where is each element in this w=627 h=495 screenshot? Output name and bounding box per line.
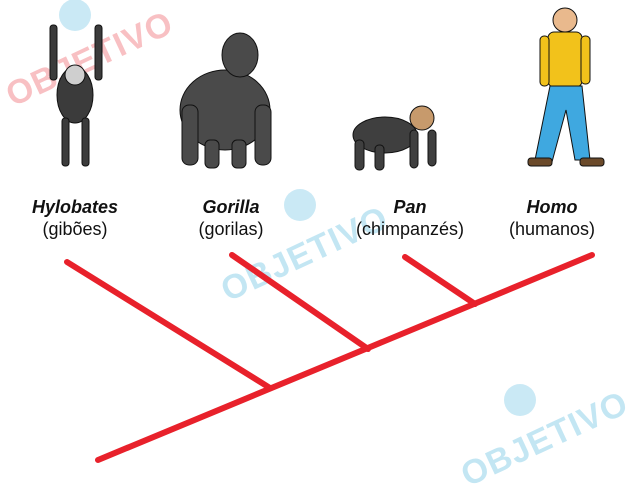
branch-gorilla: [229, 252, 371, 352]
genus-label: Pan: [393, 197, 427, 217]
genus-label: Homo: [526, 197, 578, 217]
human-icon: [527, 7, 605, 167]
cladogram: [64, 252, 595, 463]
common-name-label: (gorilas): [198, 219, 264, 239]
common-name-label: (humanos): [508, 219, 596, 239]
main-stem: [95, 252, 595, 463]
genus-label: Gorilla: [202, 197, 260, 217]
chimpanzee-icon: [352, 105, 437, 171]
common-name-label: (gibões): [42, 219, 108, 239]
taxon-hylobates: Hylobates (gibões): [0, 196, 150, 240]
gorilla-icon: [179, 32, 272, 169]
common-name-label: (chimpanzés): [355, 219, 465, 239]
taxon-homo: Homo (humanos): [477, 196, 627, 240]
taxon-pan: Pan (chimpanzés): [335, 196, 485, 240]
branch-hylobates: [64, 259, 273, 391]
branch-pan: [402, 254, 478, 307]
taxon-gorilla: Gorilla (gorilas): [156, 196, 306, 240]
watermark-logo-icon: [59, 0, 536, 416]
genus-label: Hylobates: [31, 197, 119, 217]
gibbon-icon: [49, 24, 103, 167]
